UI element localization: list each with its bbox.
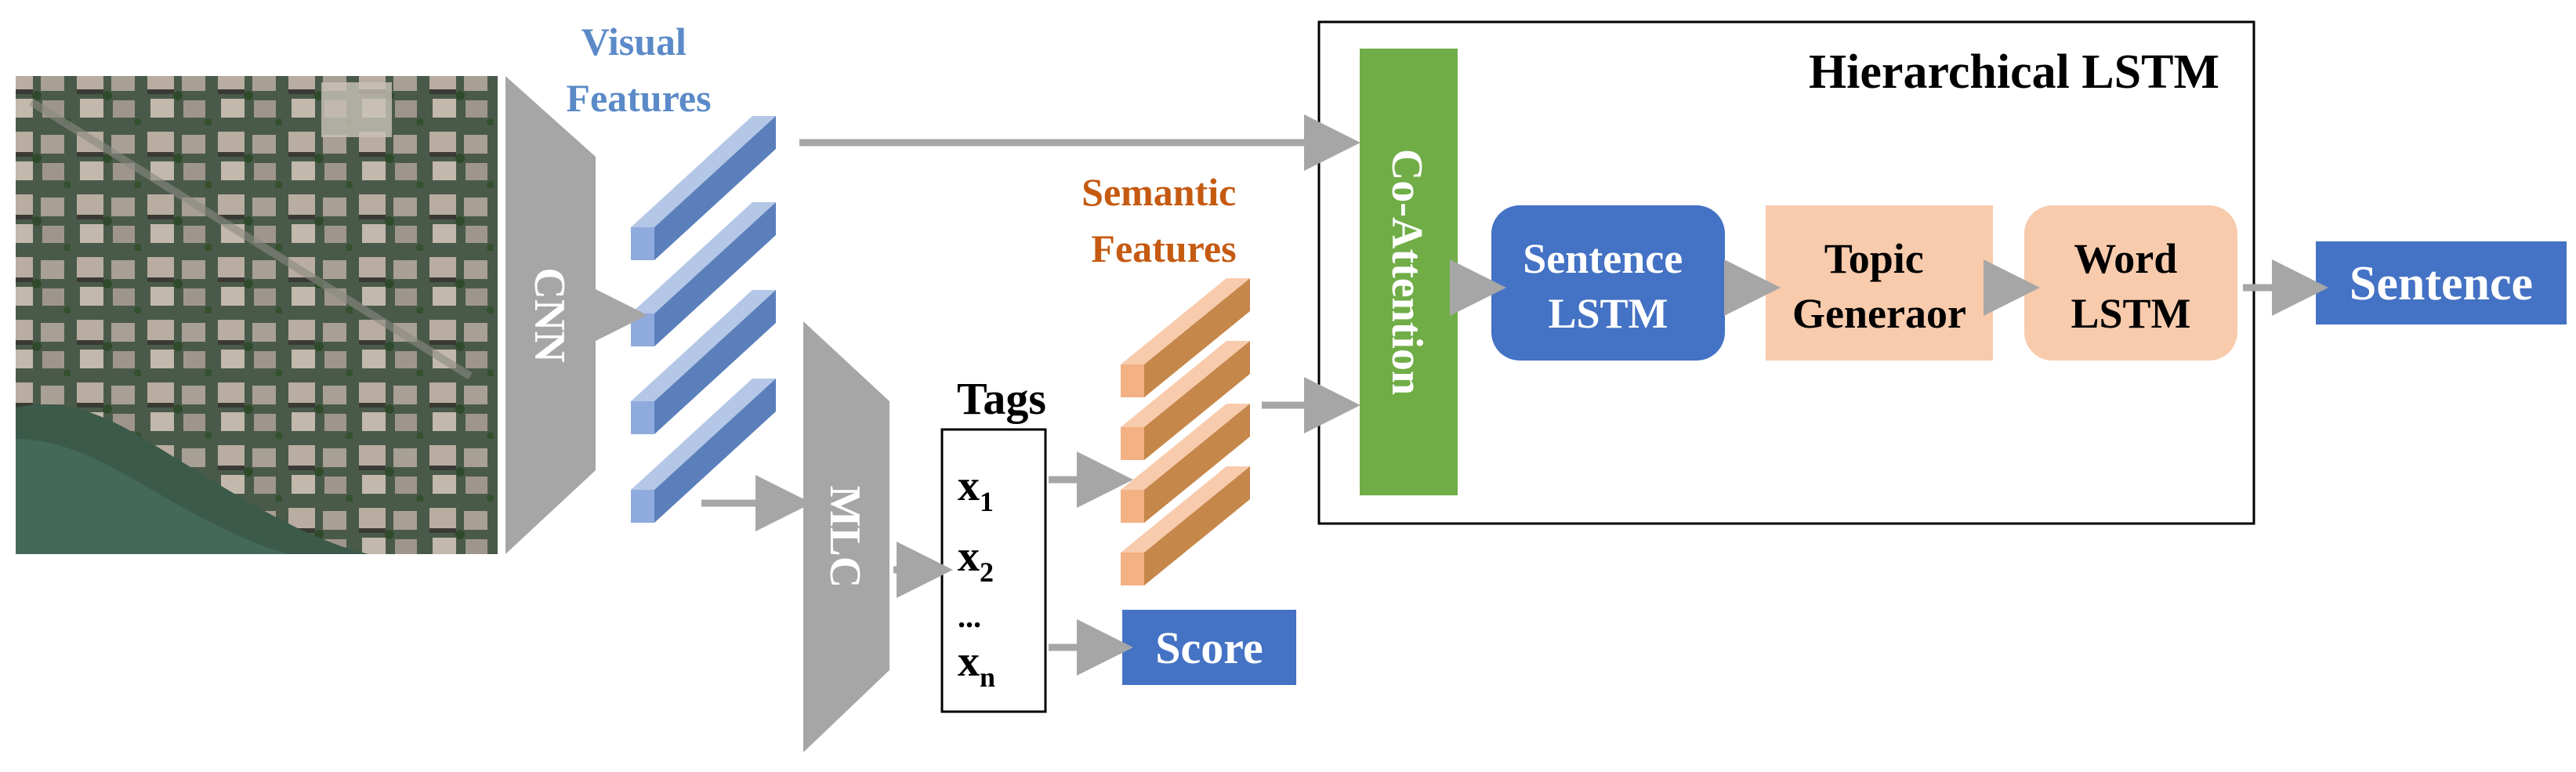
topic-generator-label: Topic Generaor [1792, 235, 1966, 337]
semantic-feature-bars [1121, 278, 1250, 585]
mlc-block [803, 321, 889, 752]
tags-title: Tags [957, 373, 1046, 424]
mlc-label: MLC [821, 486, 869, 589]
semantic-feature-bar [1121, 466, 1250, 585]
aerial-imagery-icon [16, 76, 498, 554]
sentence-output-box [2316, 241, 2567, 324]
co-attention-block [1360, 49, 1458, 495]
visual-feature-bar [631, 290, 776, 434]
word-lstm-label: Word LSTM [2071, 235, 2190, 337]
visual-feature-bar [631, 379, 776, 523]
cnn-block [505, 76, 596, 554]
tags-box [940, 428, 1047, 713]
tag-item: ... [958, 599, 981, 634]
sentence-lstm-block [1491, 205, 1725, 361]
word-lstm-block [2024, 205, 2237, 361]
semantic-features-label: Semantic Features [1081, 170, 1246, 270]
score-box [1122, 610, 1296, 685]
tag-item: x1 [958, 462, 994, 517]
score-label: Score [1155, 622, 1263, 673]
cnn-label: CNN [525, 267, 574, 362]
tag-item: x2 [958, 532, 994, 588]
semantic-feature-bar [1121, 278, 1250, 397]
flow-arrows [591, 114, 2328, 676]
sentence-output-label: Sentence [2350, 257, 2533, 310]
tag-item: xn [958, 637, 995, 693]
sentence-lstm-label: Sentence LSTM [1523, 235, 1693, 337]
topic-generator-block [1766, 205, 1993, 361]
co-attention-label: Co-Attention [1382, 149, 1431, 395]
visual-feature-bars [631, 116, 776, 523]
visual-features-label: Visual Features [566, 20, 711, 120]
visual-feature-bar [631, 116, 776, 260]
tags-list: x1 x2 ... xn [958, 462, 995, 693]
hierarchical-lstm-title: Hierarchical LSTM [1809, 45, 2219, 99]
